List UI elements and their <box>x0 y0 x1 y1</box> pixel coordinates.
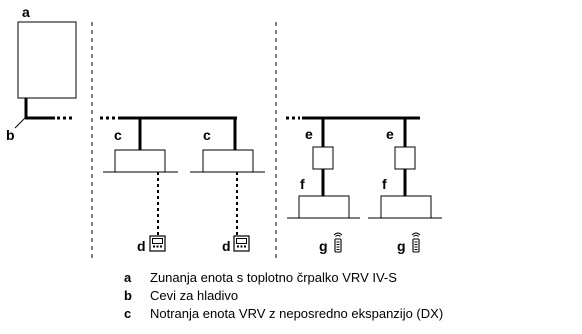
callout-c2: c <box>203 127 211 143</box>
legend-text: Zunanja enota s toplotno črpalko VRV IV-… <box>150 270 397 285</box>
callout-e2: e <box>386 126 394 142</box>
wireless-remote-controller-icon <box>411 232 421 253</box>
unit-e1 <box>312 146 334 170</box>
indoor-unit-c2 <box>202 149 254 173</box>
legend-key: b <box>124 288 132 303</box>
callout-a: a <box>22 4 30 20</box>
legend-item: c Notranja enota VRV z neposredno ekspan… <box>120 305 443 323</box>
callout-d2: d <box>222 238 231 254</box>
system-layout-diagram: a b c c d d e e <box>6 4 442 258</box>
outdoor-unit <box>17 21 77 99</box>
callout-g1: g <box>319 238 328 254</box>
legend-text: Notranja enota VRV z neposredno ekspanzi… <box>150 306 444 321</box>
indoor-unit-c1 <box>114 149 166 173</box>
wired-remote-controller-icon <box>149 235 166 252</box>
callout-e1: e <box>305 126 313 142</box>
wired-remote-controller-icon <box>233 235 250 252</box>
legend-key: c <box>124 306 132 321</box>
legend: a Zunanja enota s toplotno črpalko VRV I… <box>120 269 443 323</box>
callout-f1: f <box>300 176 305 192</box>
wireless-remote-controller-icon <box>333 232 343 253</box>
indoor-unit-f2 <box>380 195 432 219</box>
legend-text: Cevi za hladivo <box>150 288 239 303</box>
callout-f2: f <box>382 176 387 192</box>
indoor-unit-f1 <box>298 195 350 219</box>
callout-d1: d <box>137 238 146 254</box>
callout-g2: g <box>397 238 406 254</box>
unit-e2 <box>394 146 416 170</box>
callout-b: b <box>6 127 15 143</box>
callout-b-leader <box>14 117 26 129</box>
legend-item: a Zunanja enota s toplotno črpalko VRV I… <box>120 269 443 287</box>
callout-c1: c <box>114 127 122 143</box>
legend-key: a <box>124 270 132 285</box>
legend-item: b Cevi za hladivo <box>120 287 443 305</box>
